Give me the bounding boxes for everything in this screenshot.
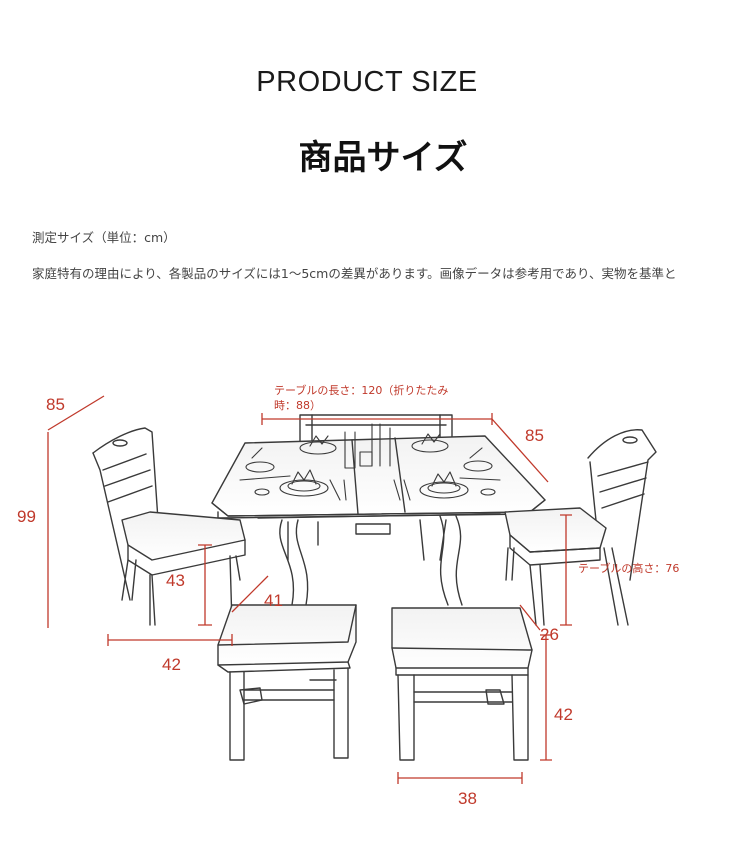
table-width-label: 85 (525, 426, 544, 445)
dining-table (211, 435, 546, 606)
stool-height-label: 42 (554, 705, 573, 724)
left-stool (217, 604, 357, 761)
chair-seat-depth-label: 41 (264, 591, 283, 610)
stool-width-label: 38 (458, 789, 477, 808)
chair-height-label: 99 (17, 507, 36, 526)
chair-width-label: 42 (162, 655, 181, 674)
left-chair (92, 427, 246, 626)
title-english: PRODUCT SIZE (256, 66, 478, 98)
table-height-label: テーブルの高さ：76 (578, 561, 679, 575)
dimension-lines (47, 395, 572, 784)
chair-depth-label: 85 (46, 395, 65, 414)
stool-seat-depth-label: 26 (540, 625, 559, 644)
table-length-label-line1: テーブルの長さ：120（折りたたみ (274, 383, 448, 397)
chair-seat-height-label: 43 (166, 571, 185, 590)
right-chair (504, 429, 657, 626)
size-tolerance-note: 家庭特有の理由により、各製品のサイズには1〜5cmの差異があります。画像データは… (32, 266, 677, 281)
table-settings (239, 423, 501, 501)
right-stool (391, 607, 533, 761)
table-length-label-line2: 時：88） (274, 399, 321, 412)
title-japanese: 商品サイズ (298, 138, 468, 178)
measurement-unit-note: 測定サイズ（単位：cm） (32, 230, 176, 245)
